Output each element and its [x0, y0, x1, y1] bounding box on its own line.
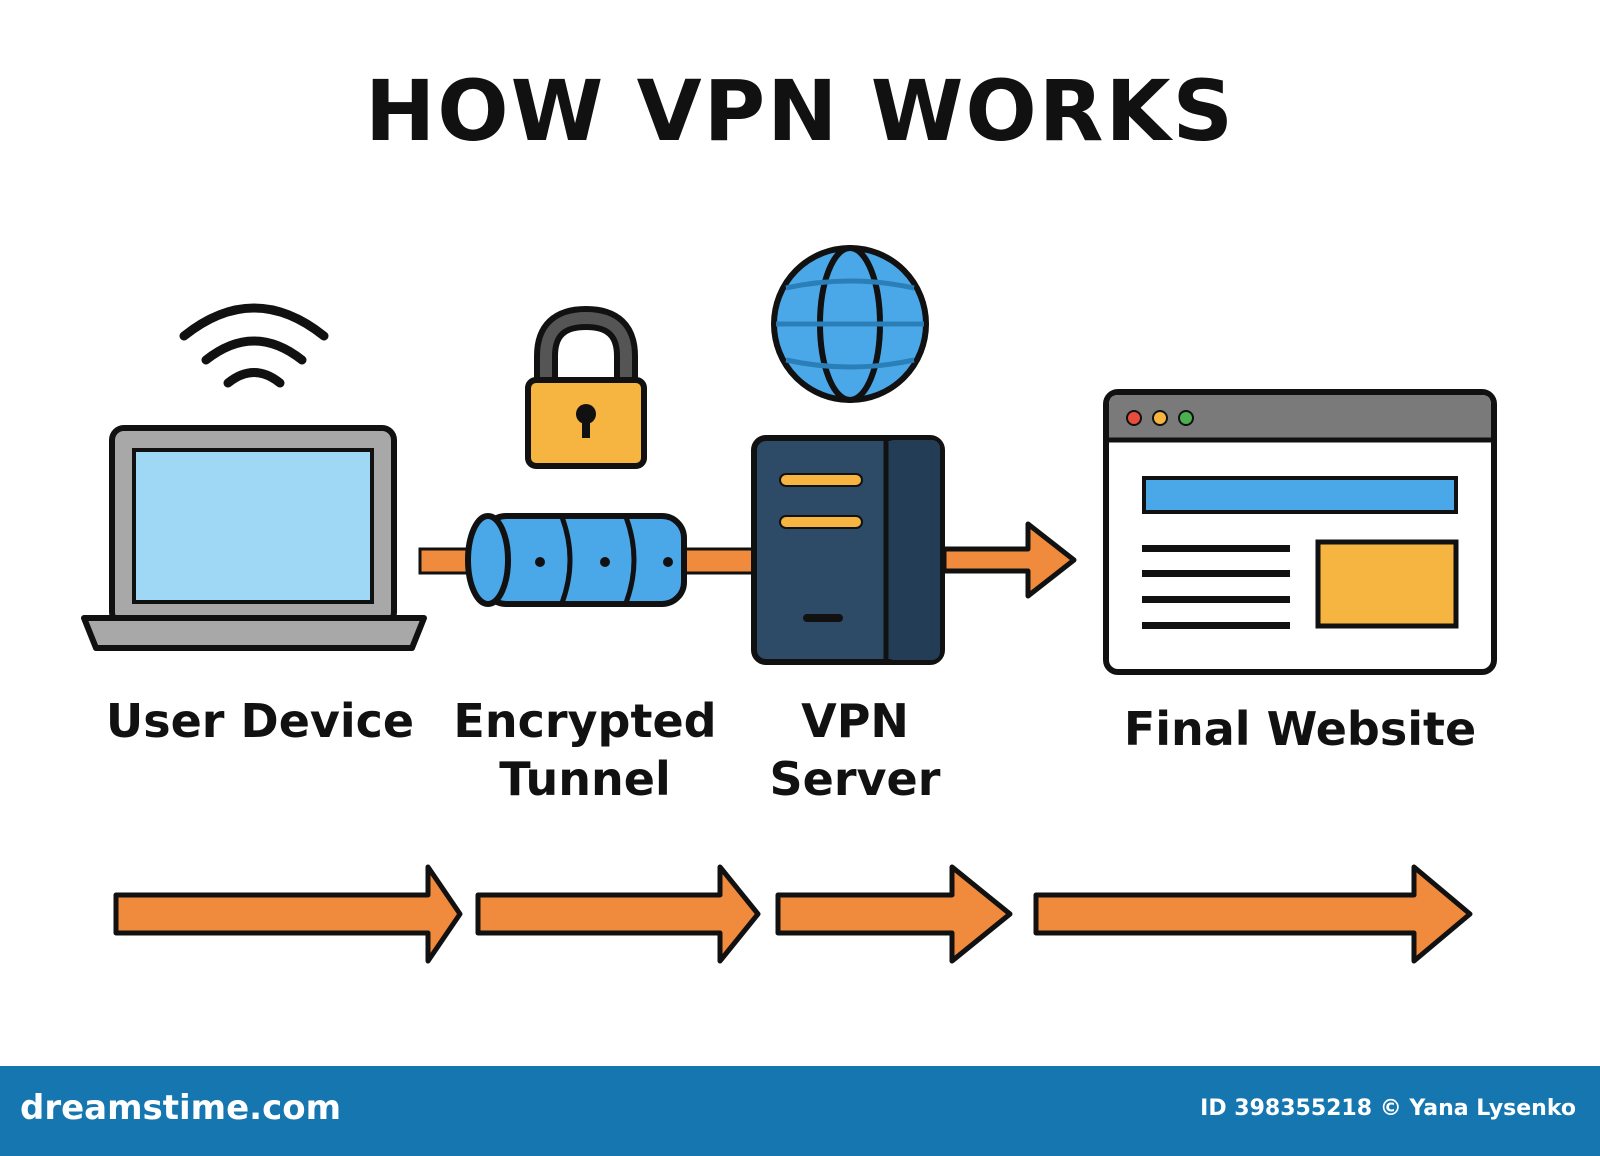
- label-final-website: Final Website: [1123, 702, 1477, 756]
- label-user-device: User Device: [105, 694, 415, 748]
- lock-icon: [525, 305, 647, 469]
- globe-icon: [771, 245, 929, 403]
- browser-window-icon: [1103, 389, 1497, 675]
- close-dot-icon: [1126, 410, 1142, 426]
- maximize-dot-icon: [1178, 410, 1194, 426]
- server-icon: [751, 435, 945, 665]
- footer-bar: dreamstime.com ID 398355218 © Yana Lysen…: [0, 1066, 1600, 1156]
- laptop-icon: [81, 425, 427, 651]
- image-credit: ID 398355218 © Yana Lysenko: [1200, 1096, 1576, 1121]
- label-vpn-server: VPN Server: [769, 694, 941, 806]
- vpn-flow-diagram: [81, 245, 1497, 964]
- arrow-icon: [475, 864, 761, 964]
- label-encrypted-tunnel: Encrypted Tunnel: [453, 694, 717, 806]
- flow-arrows: [113, 864, 1473, 964]
- brand-name[interactable]: dreamstime.com: [20, 1088, 342, 1128]
- diagram-title: HOW VPN WORKS: [364, 62, 1236, 160]
- tunnel-icon: [465, 513, 687, 607]
- server-to-website-arrow: [941, 521, 1077, 599]
- arrow-icon: [1033, 864, 1473, 964]
- arrow-icon: [113, 864, 463, 964]
- wifi-icon: [179, 303, 329, 388]
- arrow-icon: [775, 864, 1013, 964]
- minimize-dot-icon: [1152, 410, 1168, 426]
